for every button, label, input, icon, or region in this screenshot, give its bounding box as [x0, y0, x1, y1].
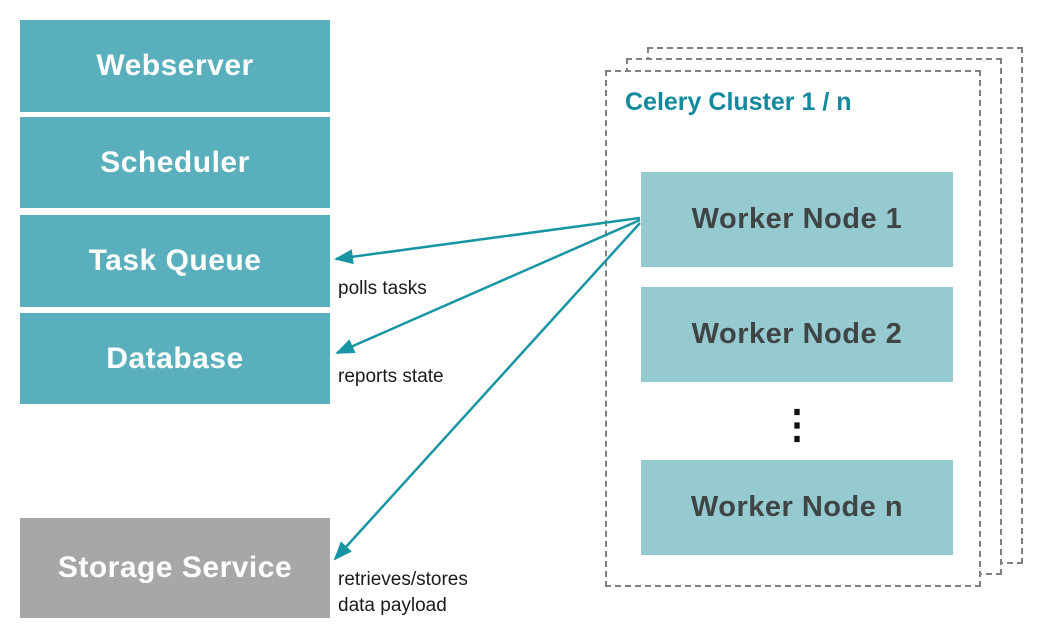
cluster-title: Celery Cluster 1 / n: [625, 88, 852, 116]
arrow-retrieves-stores: [333, 222, 641, 561]
edge-label-polls-tasks: polls tasks: [338, 278, 427, 299]
storage-service-box: Storage Service: [20, 518, 330, 618]
worker-node-2-label: Worker Node 2: [691, 318, 903, 350]
edge-label-retrieves-stores: retrieves/stores data payload: [338, 569, 468, 616]
vertical-ellipsis: ⋮: [777, 403, 817, 447]
scheduler-label: Scheduler: [100, 145, 250, 179]
task-queue-label: Task Queue: [88, 244, 262, 277]
edge-label-reports-state: reports state: [338, 366, 444, 387]
webserver-label: Webserver: [96, 49, 254, 82]
database-box: Database: [20, 313, 330, 404]
worker-node-1-box: Worker Node 1: [641, 172, 953, 267]
database-label: Database: [106, 341, 244, 375]
task-queue-box: Task Queue: [20, 215, 330, 307]
worker-node-n-label: Worker Node n: [690, 491, 904, 523]
webserver-box: Webserver: [20, 20, 330, 112]
cluster-frame-front: Celery Cluster 1 / n Worker Node 1 Worke…: [605, 70, 981, 587]
worker-node-1-label: Worker Node 1: [691, 203, 903, 235]
worker-node-2-box: Worker Node 2: [641, 287, 953, 382]
worker-node-n-box: Worker Node n: [641, 460, 953, 555]
arrow-polls-tasks: [334, 216, 641, 265]
scheduler-box: Scheduler: [20, 117, 330, 208]
storage-service-label: Storage Service: [57, 551, 293, 584]
